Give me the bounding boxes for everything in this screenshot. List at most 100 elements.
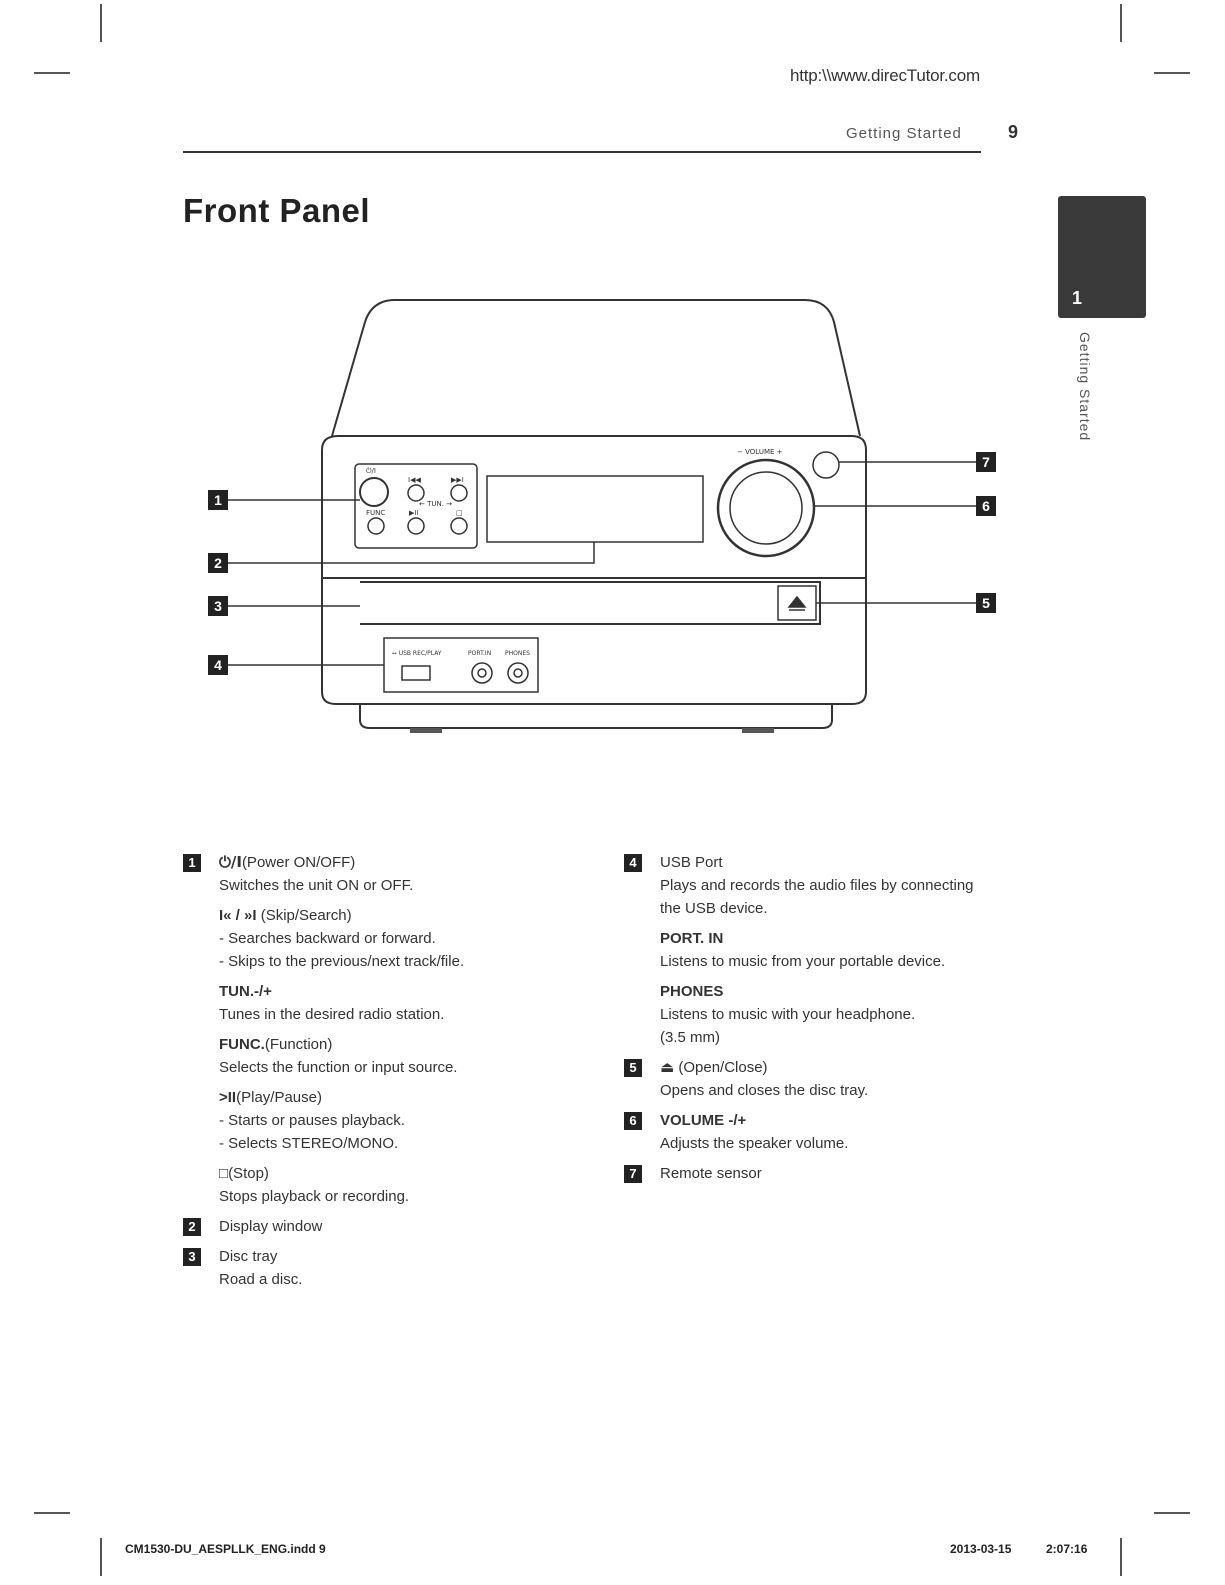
footer-date: 2013-03-15 — [950, 1542, 1012, 1556]
item-heading: (Open/Close) — [674, 1059, 768, 1076]
item-description: - Skips to the previous/next track/file. — [219, 953, 465, 970]
control-cluster — [354, 463, 478, 549]
crop-mark — [100, 4, 102, 42]
prev-button — [407, 484, 425, 502]
page-title: Front Panel — [183, 192, 371, 229]
item-description: - Starts or pauses playback. — [219, 1112, 405, 1129]
item-description: Opens and closes the disc tray. — [660, 1082, 869, 1099]
crop-mark — [34, 1512, 70, 1514]
item-badge: 5 — [624, 1059, 642, 1077]
item-heading: Disc tray — [219, 1248, 278, 1265]
housing-base — [359, 704, 833, 729]
page-number: 9 — [1008, 122, 1019, 142]
disc-tray — [360, 581, 821, 625]
item-subheading: TUN.-/+ — [219, 983, 272, 1000]
crop-mark — [100, 1538, 102, 1576]
phones-label: PHONES — [505, 650, 530, 657]
item-heading: USB Port — [660, 854, 723, 871]
item-subheading: (Play/Pause) — [236, 1089, 322, 1106]
eject-icon — [787, 595, 807, 611]
description-item-1: 1 ⏻/I(Power ON/OFF) Switches the unit ON… — [183, 851, 563, 1208]
usb-port — [401, 665, 431, 681]
crop-mark — [1154, 1512, 1190, 1514]
callout-badge — [208, 596, 228, 616]
housing-top — [331, 299, 861, 437]
item-badge: 2 — [183, 1218, 201, 1236]
leader-line-2 — [228, 542, 595, 564]
item-description: Adjusts the speaker volume. — [660, 1135, 849, 1152]
header-rule — [183, 151, 981, 153]
power-button — [359, 477, 389, 507]
item-badge: 7 — [624, 1165, 642, 1183]
front-panel-diagram: ⏻/I I◀◀ ▶▶I ← TUN. → FUNC ▶II □ − VOLUME… — [208, 299, 996, 733]
callout-number: 6 — [982, 498, 990, 514]
item-description: Stops playback or recording. — [219, 1188, 410, 1205]
callout-number: 2 — [214, 555, 222, 571]
description-item-7: 7 Remote sensor — [624, 1162, 1024, 1185]
item-description: - Selects STEREO/MONO. — [219, 1135, 399, 1152]
item-subheading: PHONES — [660, 983, 724, 1000]
item-subheading-note: (Function) — [264, 1036, 333, 1053]
callout-badge — [976, 496, 996, 516]
item-heading: Remote sensor — [660, 1165, 762, 1182]
prev-label: I◀◀ — [408, 476, 421, 484]
item-badge: 6 — [624, 1112, 642, 1130]
item-description: Selects the function or input source. — [219, 1059, 458, 1076]
item-description: Switches the unit ON or OFF. — [219, 877, 414, 894]
item-heading: VOLUME -/+ — [660, 1112, 747, 1129]
footer-filename: CM1530-DU_AESPLLK_ENG.indd 9 — [125, 1542, 326, 1556]
power-symbol: ⏻/I — [219, 853, 242, 871]
description-column-right: 4 USB Port Plays and records the audio f… — [624, 851, 1024, 1185]
chapter-number: 1 — [1072, 288, 1083, 308]
footer-time: 2:07:16 — [1046, 1542, 1088, 1556]
item-description: (3.5 mm) — [660, 1029, 720, 1046]
callout-badge — [208, 490, 228, 510]
item-badge: 4 — [624, 854, 642, 872]
callout-number: 1 — [214, 492, 222, 508]
item-description: Road a disc. — [219, 1271, 303, 1288]
item-description: Listens to music with your headphone. — [660, 1006, 916, 1023]
item-heading: Display window — [219, 1218, 323, 1235]
foot — [410, 728, 442, 733]
item-description: - Searches backward or forward. — [219, 930, 436, 947]
crop-mark — [1120, 4, 1122, 42]
callout-number: 5 — [982, 595, 990, 611]
item-heading: (Power ON/OFF) — [241, 854, 356, 871]
play-button — [407, 517, 425, 535]
description-item-4: 4 USB Port Plays and records the audio f… — [624, 851, 1024, 1049]
item-subheading: (Skip/Search) — [256, 907, 352, 924]
play-pause-symbol: >II — [219, 1089, 237, 1106]
crop-mark — [1120, 1538, 1122, 1576]
item-badge: 3 — [183, 1248, 201, 1266]
stop-symbol: □ — [219, 1165, 229, 1182]
description-item-5: 5 ⏏ (Open/Close) Opens and closes the di… — [624, 1056, 1024, 1102]
housing-body — [321, 435, 867, 705]
foot — [742, 728, 774, 733]
port-in-jack — [471, 662, 493, 684]
phones-jack — [507, 662, 529, 684]
source-url[interactable]: http:\\www.direcTutor.com — [790, 66, 980, 85]
port-in-jack-inner — [477, 668, 487, 678]
callout-number: 7 — [982, 454, 990, 470]
chapter-tab — [1058, 196, 1146, 318]
callout-badge — [208, 655, 228, 675]
item-description: Tunes in the desired radio station. — [219, 1006, 445, 1023]
eject-icon: ⏏ — [660, 1058, 675, 1076]
next-button — [450, 484, 468, 502]
func-button — [367, 517, 385, 535]
usb-label: ⭤ USB REC/PLAY — [392, 650, 442, 657]
connector-panel — [383, 637, 539, 693]
phones-jack-inner — [513, 668, 523, 678]
item-description: the USB device. — [660, 900, 768, 917]
description-item-2: 2 Display window — [183, 1215, 563, 1238]
play-label: ▶II — [409, 509, 419, 517]
volume-label: − VOLUME + — [737, 448, 783, 456]
item-subheading: (Stop) — [228, 1165, 269, 1182]
remote-sensor — [812, 451, 840, 479]
callout-badge — [976, 452, 996, 472]
callout-badge — [976, 593, 996, 613]
description-item-6: 6 VOLUME -/+ Adjusts the speaker volume. — [624, 1109, 1024, 1155]
description-column-left: 1 ⏻/I(Power ON/OFF) Switches the unit ON… — [183, 851, 563, 1291]
item-subheading: FUNC. — [219, 1036, 265, 1053]
tun-label: ← TUN. → — [419, 500, 452, 508]
